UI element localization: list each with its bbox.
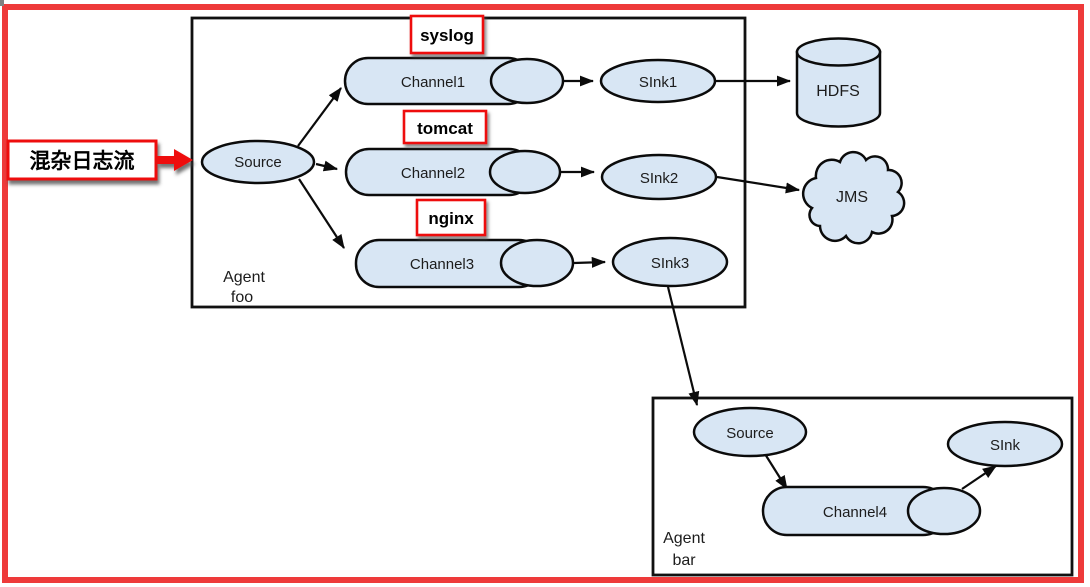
agent-foo-source-node: Source — [200, 139, 316, 185]
tag-syslog: syslog — [409, 14, 485, 55]
inflow-label-box — [6, 139, 158, 181]
arrow-sink2-to-jms — [716, 175, 801, 194]
channel2-end-ellipse — [488, 149, 562, 195]
channel1-label: Channel1 — [401, 74, 465, 91]
agent-foo-label-line1: Agent — [223, 269, 265, 286]
channel1-node: Channel1 — [343, 56, 565, 106]
channel2-label: Channel2 — [401, 165, 465, 182]
arrow-source-to-channel3 — [298, 178, 345, 249]
inflow-callout: 混杂日志流 — [6, 139, 193, 181]
corner-artifact — [0, 0, 4, 6]
channel3-node: Channel3 — [354, 238, 575, 289]
sink1-ellipse — [599, 58, 717, 104]
arrow-source-to-channel2 — [315, 160, 339, 172]
inflow-label-box-group: 混杂日志流 — [6, 139, 158, 181]
tag-syslog-box — [409, 14, 485, 55]
hdfs-label: HDFS — [816, 83, 860, 100]
hdfs-cylinder-top — [795, 37, 882, 67]
agent-foo-label-line2: foo — [231, 289, 253, 306]
tag-tomcat-box — [402, 109, 488, 145]
jms-label: JMS — [836, 189, 868, 206]
bar-sink-ellipse — [946, 420, 1064, 468]
red-frame — [2, 4, 1084, 583]
bar-sink-label: SInk — [990, 437, 1021, 454]
bar-source-ellipse — [692, 406, 808, 458]
source-label: Source — [234, 154, 282, 171]
sink3-node: SInk3 — [611, 236, 729, 288]
sink3-label: SInk3 — [651, 255, 689, 272]
sink2-label: SInk2 — [640, 170, 678, 187]
tag-nginx: nginx — [415, 198, 487, 237]
agent-bar-source-node: Source — [692, 406, 808, 458]
channel3-end-ellipse — [499, 238, 575, 288]
sink3-ellipse — [611, 236, 729, 288]
inflow-red-arrow — [157, 149, 193, 171]
agent-bar-label-line1: Agent — [663, 530, 705, 547]
arrow-bar-source-to-channel4 — [764, 453, 788, 490]
tag-nginx-label: nginx — [428, 209, 474, 228]
arrow-source-to-channel1 — [297, 87, 342, 147]
inflow-label: 混杂日志流 — [30, 149, 135, 173]
bar-source-label: Source — [726, 425, 774, 442]
sink1-node: SInk1 — [599, 58, 717, 104]
arrow-channel3-to-sink3 — [573, 256, 607, 268]
hdfs-node: HDFS — [795, 37, 882, 128]
hdfs-cylinder-body — [795, 50, 882, 128]
bar-sink-node: SInk — [946, 420, 1064, 468]
sink2-node: SInk2 — [600, 153, 718, 201]
arrows — [297, 75, 997, 490]
channel4-node: Channel4 — [761, 485, 982, 537]
channel4-end-ellipse — [906, 486, 982, 536]
tag-nginx-box — [415, 198, 487, 237]
sink1-label: SInk1 — [639, 74, 677, 91]
agent-bar-label-line2: bar — [672, 552, 696, 569]
channel3-label: Channel3 — [410, 256, 474, 273]
source-ellipse — [200, 139, 316, 185]
sink2-ellipse — [600, 153, 718, 201]
tag-tomcat-label: tomcat — [417, 119, 473, 138]
arrow-sink3-to-agent-bar-source — [666, 286, 700, 407]
channel4-label: Channel4 — [823, 504, 887, 521]
arrow-channel4-to-bar-sink — [961, 465, 997, 490]
jms-cloud — [801, 150, 906, 245]
tag-syslog-label: syslog — [420, 26, 474, 45]
tag-tomcat: tomcat — [402, 109, 488, 145]
channel2-node: Channel2 — [344, 147, 562, 197]
channel1-end-ellipse — [489, 57, 565, 105]
jms-node: JMS — [801, 150, 906, 245]
